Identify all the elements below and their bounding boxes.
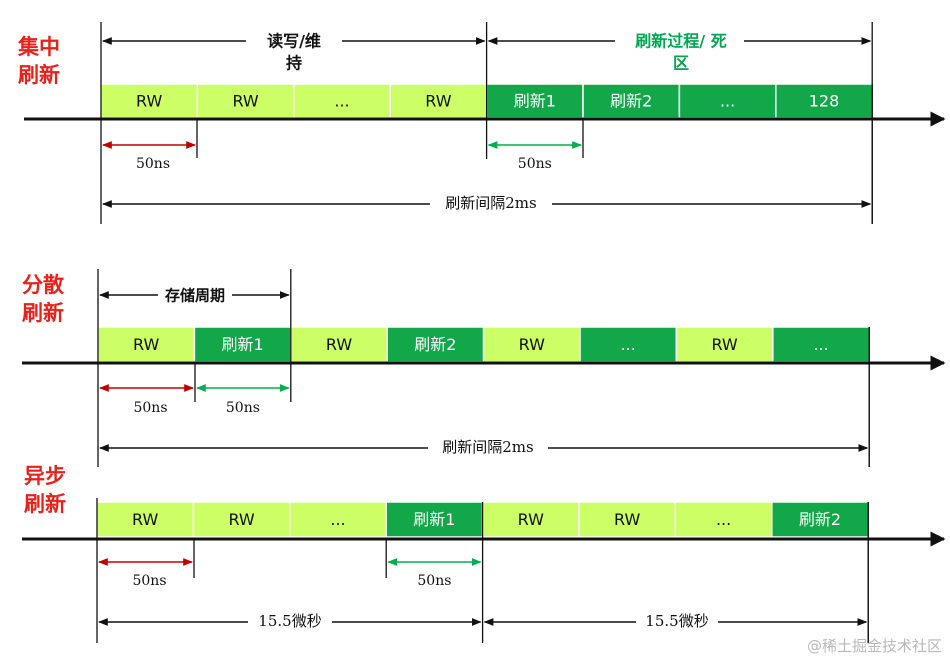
section3-bottom-span-right: 15.5微秒 [645, 612, 708, 630]
section2-cell-7-label: RW [711, 335, 737, 354]
section3-cell-5-label: RW [518, 510, 544, 529]
section1-cell-1-label: RW [136, 92, 162, 111]
section1-top-label-right-line1: 刷新过程/ 死 [635, 32, 726, 51]
section2-cell-3-label: RW [326, 335, 352, 354]
section2-cell-6-label: ... [621, 335, 636, 354]
section2-measure-a: 50ns [133, 400, 167, 416]
section1-cell-2 [196, 83, 295, 119]
section2-cell-7 [675, 326, 774, 363]
section1-cell-6 [582, 83, 681, 119]
section2-cell-4-label: 刷新2 [414, 335, 456, 354]
section1-top-label-line2: 持 [286, 54, 302, 73]
section3-cell-7-label: ... [716, 510, 731, 529]
section1-measure-b: 50ns [518, 156, 552, 172]
section3-cell-1-label: RW [132, 510, 158, 529]
section1-bottom-span: 刷新间隔2ms [445, 194, 536, 212]
section2-cell-5-label: RW [519, 335, 545, 354]
section3-title: 异步 刷新 [24, 462, 94, 518]
section3-cell-8 [771, 501, 869, 538]
section2-cell-8-label: ... [813, 335, 828, 354]
section1-cell-5-label: 刷新1 [514, 92, 556, 111]
section1-top-label-line1: 读写/维 [267, 32, 321, 51]
section3-title-line1: 异步 [24, 464, 66, 488]
section3-cell-2-label: RW [228, 510, 254, 529]
section3-cell-4-label: 刷新1 [413, 510, 455, 529]
section2-cell-2 [193, 326, 292, 363]
section3-measure-a: 50ns [132, 573, 166, 589]
section2-cell-4 [386, 326, 485, 363]
section2-bottom-span: 刷新间隔2ms [442, 438, 533, 456]
section3-cell-3-label: ... [330, 510, 345, 529]
section1-cell-8-label: 128 [809, 92, 840, 111]
section2-cell-3 [290, 326, 388, 363]
section1-top-label-right-line2: 区 [673, 54, 689, 73]
section1-cell-4-label: RW [425, 92, 451, 111]
section1-cell-6-label: 刷新2 [610, 92, 652, 111]
section1-cell-3-label: ... [334, 92, 349, 111]
section3-bottom-span-left: 15.5微秒 [258, 612, 321, 630]
section2-title: 分散 刷新 [22, 271, 92, 327]
section2-title-line1: 分散 [22, 273, 64, 297]
section1-title-line1: 集中 [18, 35, 60, 59]
section3-cell-4 [385, 501, 484, 538]
section3-title-line2: 刷新 [24, 492, 66, 516]
section3-cell-5 [481, 501, 580, 538]
section1-measure-a: 50ns [136, 156, 170, 172]
section2-measure-b: 50ns [226, 400, 260, 416]
section2-cell-2-label: 刷新1 [222, 335, 264, 354]
section2-top-label: 存储周期 [165, 287, 225, 305]
section1-cell-2-label: RW [232, 92, 258, 111]
section1-cell-8 [775, 83, 873, 119]
section2-cell-1-label: RW [133, 335, 159, 354]
watermark: @稀土掘金技术社区 [806, 637, 942, 655]
section3-measure-b: 50ns [417, 573, 451, 589]
section3-cell-6-label: RW [614, 510, 640, 529]
section1-cell-4 [389, 83, 488, 119]
section3-cell-8-label: 刷新2 [799, 510, 841, 529]
section1-cell-7-label: ... [720, 92, 735, 111]
section2-title-line2: 刷新 [22, 301, 64, 325]
section1-title-line2: 刷新 [18, 63, 60, 87]
section1-title: 集中 刷新 [18, 33, 88, 89]
section3-cell-2 [192, 501, 291, 538]
